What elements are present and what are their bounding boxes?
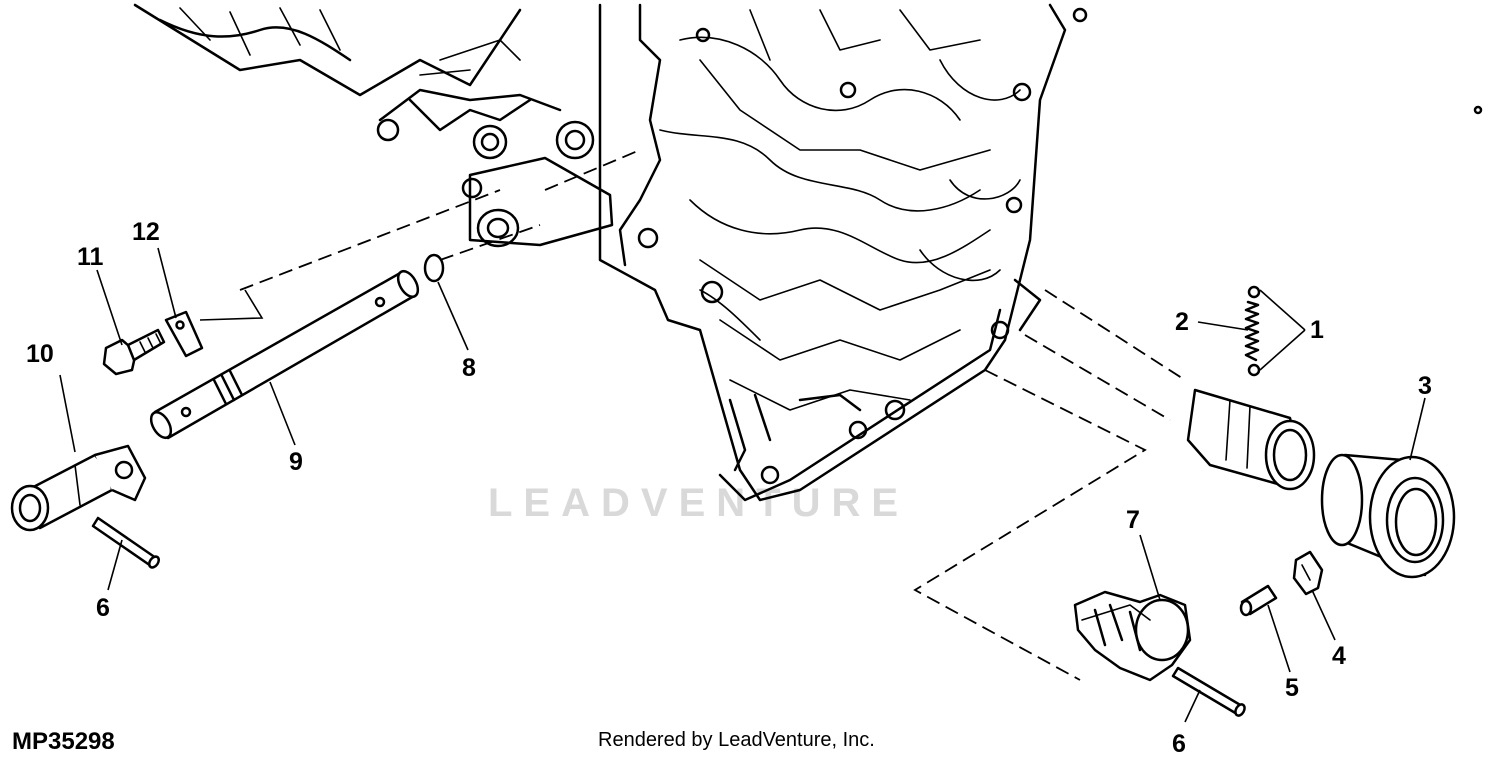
watermark: LEADVENTURE bbox=[488, 481, 909, 525]
diagram-id: MP35298 bbox=[12, 728, 115, 755]
part-6-pin-left bbox=[91, 516, 161, 569]
callout-6-left: 6 bbox=[96, 594, 110, 622]
callout-1: 1 bbox=[1310, 316, 1324, 344]
callout-7: 7 bbox=[1126, 506, 1140, 534]
part-9-shaft bbox=[149, 269, 420, 440]
leader-lines bbox=[59, 247, 1426, 723]
part-10-coupler bbox=[10, 444, 147, 532]
assembly-lines bbox=[199, 149, 1186, 681]
callout-4: 4 bbox=[1332, 642, 1346, 670]
part-7-shift-fork bbox=[1073, 590, 1192, 682]
part-6-pin-right bbox=[1171, 666, 1246, 717]
callout-5: 5 bbox=[1285, 674, 1299, 702]
callout-10: 10 bbox=[26, 340, 54, 368]
part-3-collar bbox=[1320, 453, 1456, 579]
part-4-detent bbox=[1292, 550, 1324, 596]
callout-11: 11 bbox=[77, 243, 104, 271]
transmission-housing bbox=[133, 3, 1483, 502]
part-5-roller bbox=[1239, 584, 1278, 617]
shift-sleeve bbox=[1186, 388, 1316, 491]
callout-6-right: 6 bbox=[1172, 730, 1186, 758]
callout-8: 8 bbox=[462, 354, 476, 382]
part-12-bracket bbox=[164, 310, 204, 358]
callout-3: 3 bbox=[1418, 372, 1432, 400]
render-credit: Rendered by LeadVenture, Inc. bbox=[598, 729, 875, 751]
part-11-bolt bbox=[102, 328, 166, 376]
part-2-spring bbox=[1244, 300, 1260, 362]
callout-12: 12 bbox=[132, 218, 160, 246]
part-1-balls bbox=[1247, 285, 1261, 377]
callout-labels: 1 2 3 4 5 6 6 7 8 9 10 11 12 bbox=[26, 218, 1432, 758]
part-8-o-ring bbox=[423, 253, 445, 283]
callout-2: 2 bbox=[1175, 308, 1189, 336]
callout-9: 9 bbox=[289, 448, 303, 476]
